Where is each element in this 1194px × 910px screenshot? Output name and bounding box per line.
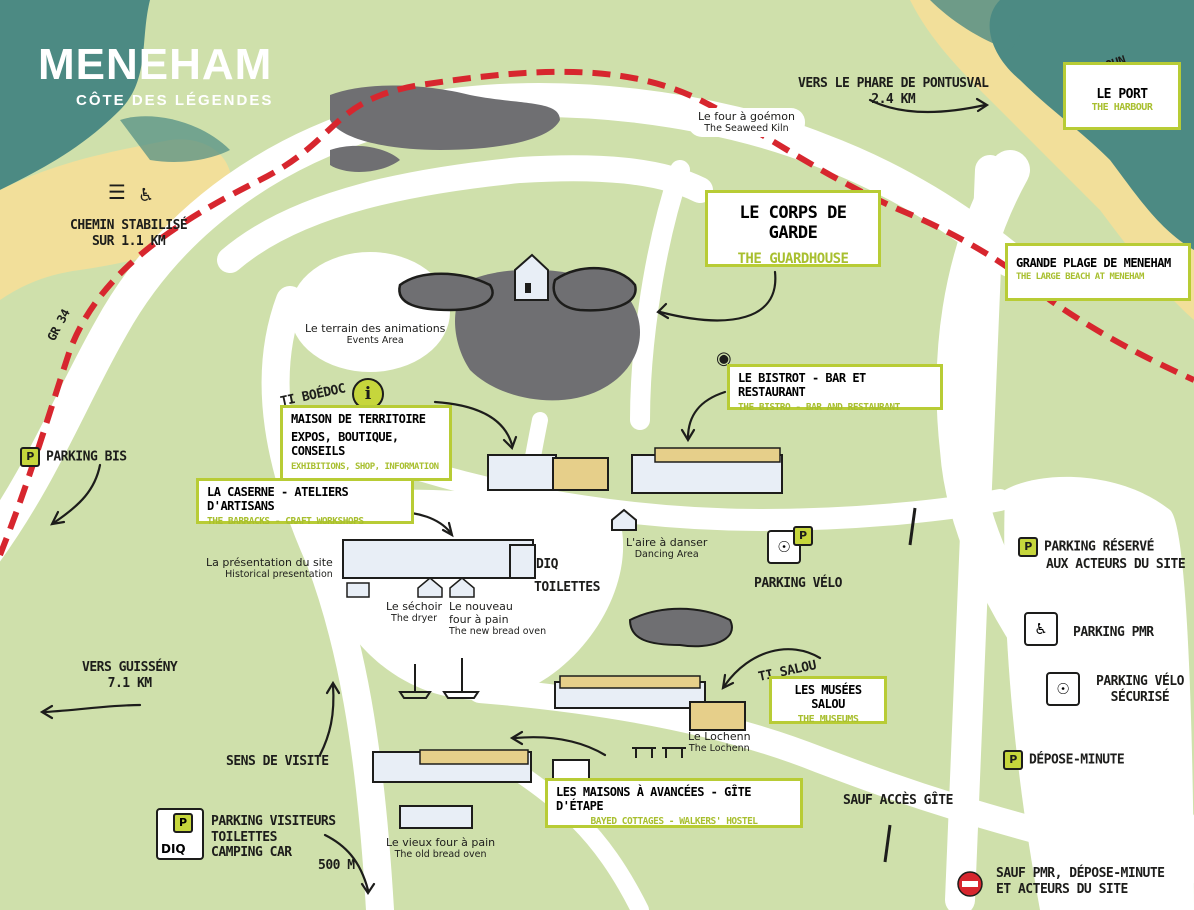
bayed-cottages-label-box: LES MAISONS À AVANCÉES - GÎTE D'ÉTAPE BA… (545, 778, 803, 828)
toilettes-label: TOILETTES (534, 580, 600, 595)
toilet-icon: DIQ (536, 557, 558, 572)
stroller-icon: ☰ (108, 180, 126, 204)
guardhouse-label-box: LE CORPS DE GARDE THE GUARDHOUSE (705, 190, 881, 267)
guardhouse-building (514, 253, 549, 301)
wheelchair-icon: ♿ (138, 185, 155, 206)
bistrot-building (631, 447, 783, 494)
boat-icon (398, 658, 480, 699)
logo-title: MENEHAM (38, 40, 273, 89)
guardhouse-boulder-1 (398, 272, 494, 312)
caserne-label-box: LA CASERNE - ATELIERS D'ARTISANS THE BAR… (196, 478, 414, 527)
sens-visite-label: SENS DE VISITE (226, 754, 329, 769)
wheelchair-icon: ♿ (1024, 612, 1058, 646)
dancing-area-house (611, 508, 637, 531)
bollards (883, 507, 917, 863)
rocks-top (330, 85, 560, 150)
guardhouse-boulder-2 (552, 266, 637, 312)
parking-pmr-label: PARKING PMR (1073, 625, 1154, 640)
rock-east (930, 0, 1021, 50)
parking-icon: P (1018, 537, 1038, 557)
parking-icon-velo: P (793, 526, 819, 546)
museums-building (554, 675, 746, 731)
sea-west (0, 0, 150, 190)
parking-icon: P (20, 447, 40, 467)
bistrot-label-box: LE BISTROT - BAR ET RESTAURANT THE BISTR… (727, 364, 943, 413)
sand-west (0, 139, 232, 300)
maison-territoire-box: MAISON DE TERRITOIRE EXPOS, BOUTIQUE, CO… (280, 405, 452, 481)
arrow-icon (39, 97, 990, 895)
bench-icon (552, 747, 686, 783)
plate-cutlery-icon: ◉ (716, 348, 732, 369)
rocks-small (330, 145, 400, 172)
parking-velo-label: PARKING VÉLO (754, 576, 842, 591)
caserne-building (342, 539, 536, 598)
distance-500m-label: 500 M (318, 858, 355, 873)
rocks-museum (628, 607, 733, 648)
logo-subtitle: CÔTE DES LÉGENDES (76, 92, 274, 109)
events-area (290, 252, 450, 372)
bayed-cottages-building (372, 749, 532, 829)
sauf-acces-gite-label: SAUF ACCÈS GÎTE (843, 793, 953, 808)
museums-label-box: LES MUSÉES SALOU THE MUSEUMS (769, 676, 887, 725)
large-beach-label-box: GRANDE PLAGE DE MENEHAM THE LARGE BEACH … (1005, 243, 1191, 301)
port-label-box: LE PORT THE HARBOUR (1063, 62, 1181, 130)
parking-icon: P (1003, 750, 1023, 770)
parking-zone-east (1004, 476, 1194, 910)
rock-west (120, 116, 230, 162)
ti-boedoc-building (487, 454, 609, 491)
bicycle-icon: ☉ (1046, 672, 1080, 706)
